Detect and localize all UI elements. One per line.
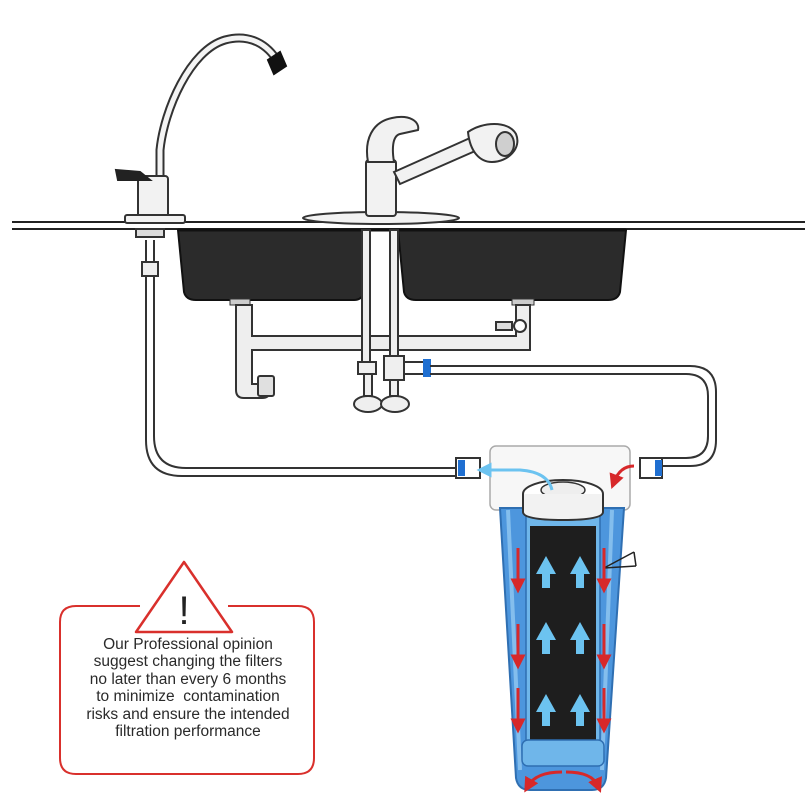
- upflow-arrows: [536, 556, 590, 726]
- drinking-faucet-icon: [114, 33, 288, 238]
- warning-notice: !: [59, 560, 315, 775]
- drain-pipe: [235, 304, 531, 399]
- warning-line: suggest changing the filters: [93, 653, 283, 671]
- warning-line: to minimize contamination: [96, 688, 280, 706]
- sink-icon: [176, 228, 628, 306]
- kitchen-faucet-icon: [302, 116, 519, 225]
- warning-message: Our Professional opinion suggest changin…: [62, 636, 314, 740]
- warning-triangle-icon: [134, 560, 234, 634]
- filter-housing-icon: [489, 445, 637, 791]
- warning-line: Our Professional opinion: [103, 636, 273, 653]
- filter-connectors: [455, 457, 663, 479]
- warning-line: filtration performance: [115, 723, 261, 741]
- flow-arrows: [476, 462, 635, 793]
- warning-line: no later than every 6 months: [89, 670, 287, 688]
- supply-tubing: [141, 240, 717, 477]
- warning-line: risks and ensure the intended: [86, 705, 290, 723]
- warning-symbol: !: [178, 589, 189, 633]
- supply-valves: [353, 229, 431, 413]
